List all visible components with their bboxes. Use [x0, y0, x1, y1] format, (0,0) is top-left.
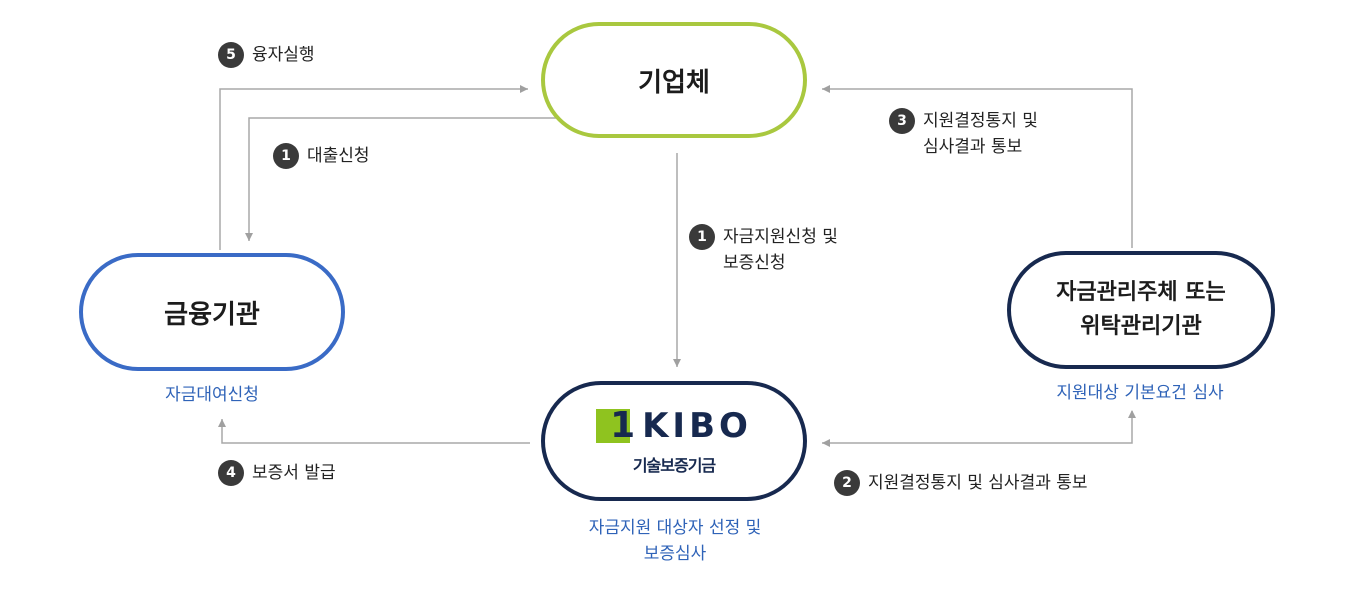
step-fund-application: 1 자금지원신청 및 보증신청 [689, 224, 838, 276]
step-label: 대출신청 [307, 146, 370, 166]
step-agency-notification: 3 지원결정통지 및 심사결과 통보 [889, 108, 1038, 160]
step-loan-application: 1 대출신청 [273, 143, 370, 169]
kibo-node: 1 KIBO 기술보증기금 [541, 381, 807, 501]
step-label-line1: 자금지원신청 및 [723, 227, 838, 247]
bank-caption: 자금대여신청 [165, 385, 259, 405]
step-guarantee-issuance: 4 보증서 발급 [218, 460, 336, 486]
bank-node: 금융기관 [79, 253, 345, 371]
arrow-agency-notification [822, 85, 1133, 248]
step-number-badge: 2 [834, 470, 860, 496]
company-node: 기업체 [541, 22, 807, 138]
kibo-name: 기술보증기금 [632, 456, 716, 475]
step-label: 융자실행 [252, 45, 315, 65]
step-number-badge: 1 [273, 143, 299, 169]
step-label-line2: 심사결과 통보 [923, 137, 1023, 157]
step-label-line2: 보증신청 [723, 253, 786, 273]
kibo-caption: 자금지원 대상자 선정 및 보증심사 [530, 515, 820, 567]
kibo-logo-mark: 1 [596, 405, 638, 446]
arrow-kibo-agency [822, 411, 1133, 447]
bank-label: 금융기관 [164, 299, 260, 330]
step-loan-execution: 5 융자실행 [218, 42, 315, 68]
kibo-caption-line1: 자금지원 대상자 선정 및 [588, 518, 762, 538]
kibo-logo: 1 KIBO [596, 405, 752, 446]
agency-caption: 지원대상 기본요건 심사 [1056, 383, 1224, 403]
step-label-line1: 지원결정통지 및 [923, 111, 1038, 131]
step-number-badge: 5 [218, 42, 244, 68]
step-kibo-notification: 2 지원결정통지 및 심사결과 통보 [834, 470, 1088, 496]
step-number-badge: 3 [889, 108, 915, 134]
step-number-badge: 1 [689, 224, 715, 250]
arrowhead-up-agency [1128, 410, 1136, 418]
kibo-caption-line2: 보증심사 [643, 544, 707, 564]
arrow-loan-application [245, 117, 556, 241]
step-number-badge: 4 [218, 460, 244, 486]
arrow-loan-execution [219, 85, 528, 250]
step-label: 지원결정통지 및 심사결과 통보 [868, 473, 1088, 493]
agency-node: 자금관리주체 또는 위탁관리기관 [1007, 251, 1275, 369]
agency-label-line2: 위탁관리기관 [1080, 314, 1202, 339]
agency-label-line1: 자금관리주체 또는 [1056, 280, 1226, 305]
company-label: 기업체 [638, 67, 710, 98]
arrow-guarantee-issuance [218, 419, 530, 444]
step-label: 보증서 발급 [252, 463, 336, 483]
